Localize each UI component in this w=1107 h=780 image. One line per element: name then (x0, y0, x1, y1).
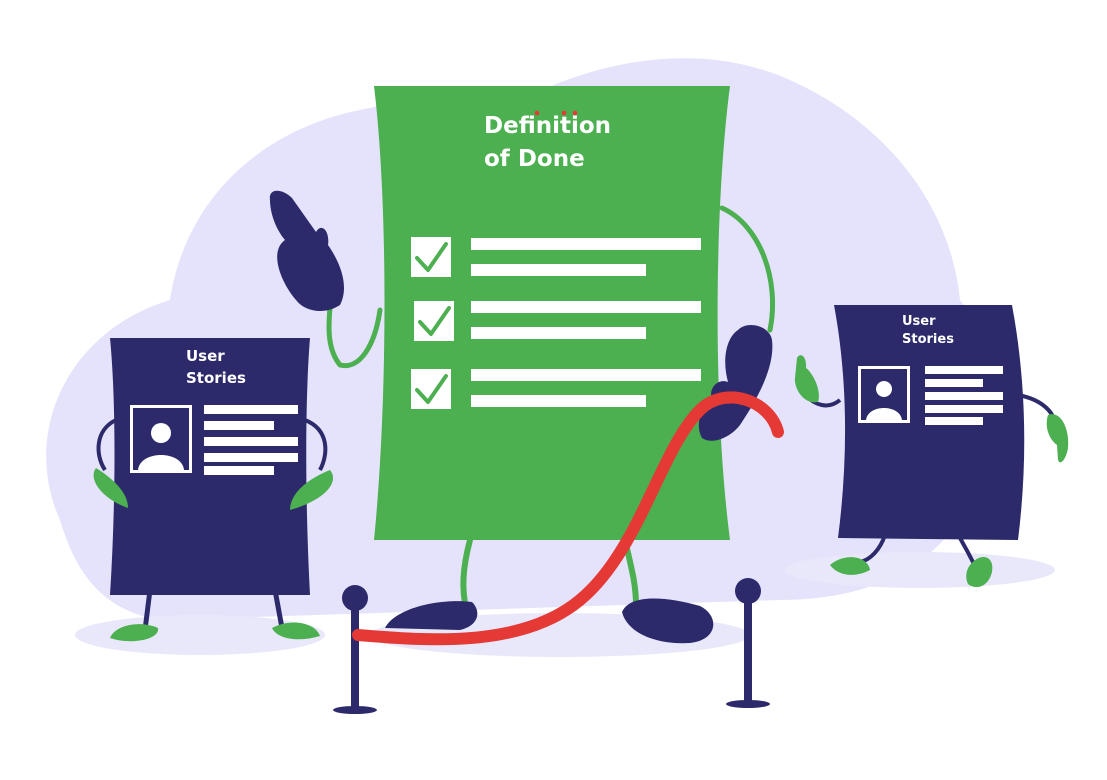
title-accent-dot (572, 110, 578, 116)
text-line (925, 392, 1003, 400)
text-line (471, 264, 646, 276)
hand (794, 355, 819, 403)
check-icon (415, 242, 448, 272)
title-accent-dot (561, 110, 567, 116)
text-line (471, 238, 701, 250)
leg (142, 587, 153, 633)
story-label-line2: Stories (902, 332, 954, 347)
shoe (622, 598, 714, 644)
arm (719, 205, 776, 333)
story-label-line2: Stories (186, 369, 246, 387)
arm (96, 418, 117, 472)
glove (698, 325, 773, 441)
glove (269, 190, 344, 312)
title-accent-dot (534, 110, 540, 116)
checklist-item (411, 369, 701, 409)
foot (966, 556, 993, 588)
foot (830, 557, 870, 575)
document-title-line1: Definition (484, 113, 611, 139)
text-line (471, 369, 701, 381)
text-line (925, 379, 983, 387)
stanchion-right (726, 578, 770, 708)
check-icon (418, 306, 451, 336)
leg (272, 587, 285, 631)
arm (304, 418, 328, 471)
shoe (385, 601, 478, 630)
finish-rope (352, 391, 784, 646)
checklist-item (411, 237, 701, 277)
user-story-character-right: User Stories (794, 305, 1069, 588)
checklist-item (414, 301, 701, 341)
text-line (925, 405, 1003, 413)
text-line (204, 421, 274, 430)
text-line (204, 466, 274, 475)
text-line (925, 417, 983, 425)
check-icon (415, 374, 448, 404)
user-avatar-icon (130, 405, 192, 473)
definition-of-done-character: Definition of Done (269, 86, 776, 644)
foot (272, 622, 320, 640)
text-line (204, 405, 298, 414)
document-title-line2: of Done (484, 146, 585, 172)
hand (93, 468, 128, 508)
stanchion-left (333, 585, 377, 714)
text-line (471, 395, 646, 407)
ground-shadow-right (785, 552, 1055, 588)
arm (326, 305, 383, 369)
text-line (471, 301, 701, 313)
story-label-line1: User (186, 347, 225, 365)
foot (110, 624, 159, 642)
text-line (204, 453, 298, 462)
text-line (925, 366, 1003, 374)
hand (290, 470, 334, 510)
user-avatar-icon (858, 366, 910, 423)
text-line (471, 327, 646, 339)
user-story-character-left: User Stories (93, 338, 334, 642)
hand (1046, 414, 1069, 463)
text-line (204, 437, 298, 446)
story-label-line1: User (902, 314, 936, 329)
